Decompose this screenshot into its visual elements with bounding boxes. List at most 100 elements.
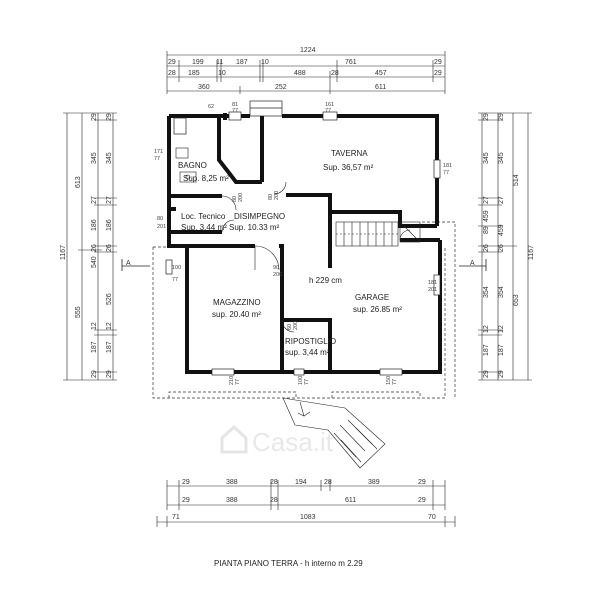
dimension-label: 80 (268, 194, 274, 200)
dim-top-r4-2: 611 (375, 84, 386, 91)
dimension-label: 459 (498, 224, 505, 236)
top-dimensions: 1224 29 199 11 187 10 761 29 28 185 10 4… (166, 47, 446, 94)
dim-right-c2-1: 653 (513, 294, 520, 306)
dimension-label: 161 (325, 102, 334, 108)
room-name-disimpegno: DISIMPEGNO (234, 212, 285, 221)
dimension-label: 345 (106, 152, 113, 164)
dimension-label: 100 (172, 265, 181, 271)
dimension-label: 28 (270, 497, 278, 504)
dimension-label: 71 (172, 514, 180, 521)
dimension-label: 12 (483, 325, 490, 333)
watermark: Casa.it (220, 424, 334, 457)
dim-top-r3-6: 29 (434, 70, 442, 77)
staircase (335, 221, 421, 247)
room-name-ripostiglio: RIPOSTIGLIO (285, 337, 336, 346)
dim-top-r3-4: 28 (331, 70, 339, 77)
room-labels: BAGNO Sup. 8,25 m² TAVERNA Sup. 36,57 m²… (178, 149, 402, 357)
dimension-label: 200 (293, 321, 299, 330)
dim-top-r2-6: 29 (434, 59, 442, 66)
dimension-label: 1083 (300, 514, 316, 521)
dimension-label: 29 (418, 479, 426, 486)
dimension-label: 77 (443, 170, 449, 176)
bathroom-fixtures (175, 147, 197, 183)
dim-top-r3-2: 10 (218, 70, 226, 77)
room-area-garage: sup. 26.85 m² (353, 305, 402, 314)
room-area-loc-tecnico: Sup. 3,44 m² (181, 223, 227, 232)
dimension-label: 70 (428, 514, 436, 521)
dimension-label: 90 (273, 265, 279, 271)
dimension-label: 389 (368, 479, 380, 486)
dim-right-c2-0: 514 (513, 174, 520, 186)
dimension-label: 200 (238, 193, 244, 202)
house-icon (220, 424, 248, 454)
dimension-label: 388 (226, 479, 238, 486)
dimension-label: 29 (91, 113, 98, 121)
watermark-text: Casa.it (252, 427, 334, 457)
dimension-label: 89 (483, 226, 490, 234)
dimension-label: 29 (498, 113, 505, 121)
dimension-label: 26 (91, 244, 98, 252)
dimension-label: 77 (392, 379, 398, 385)
dimension-label: 526 (106, 293, 113, 305)
dimension-label: 77 (325, 108, 331, 114)
dimension-label: 29 (483, 370, 490, 378)
dimension-label: 194 (295, 479, 307, 486)
dim-top-r3-5: 457 (375, 70, 387, 77)
ceiling-height: h 229 cm (309, 276, 342, 285)
room-area-bagno: Sup. 8,25 m² (183, 174, 229, 183)
dimension-label: 26 (498, 244, 505, 252)
dimension-label: 29 (91, 370, 98, 378)
dimension-label: 187 (498, 344, 505, 356)
dim-top-r2-4: 10 (261, 59, 269, 66)
dimension-label: 100 (298, 376, 304, 385)
dimension-label: 80 (232, 196, 238, 202)
opening-labels: 62 81 77 161 77 171 77 181 77 80 201 100… (154, 102, 452, 385)
dimension-label: 200 (274, 191, 280, 200)
dimension-label: 27 (106, 196, 113, 204)
dimension-label: 29 (106, 370, 113, 378)
dim-left-total: 1167 (60, 245, 67, 260)
room-name-taverna: TAVERNA (331, 149, 368, 158)
dimension-label: 26 (106, 244, 113, 252)
dim-top-r2-5: 761 (345, 59, 357, 66)
dimension-label: 540 (91, 256, 98, 268)
dimension-label: 77 (235, 379, 241, 385)
dim-top-r2-2: 11 (216, 59, 223, 66)
dim-right-total: 1167 (528, 245, 535, 260)
room-area-disimpegno: Sup. 10.33 m² (229, 223, 280, 232)
dimension-label: 171 (154, 149, 163, 155)
dimension-label: 187 (483, 344, 490, 356)
dimension-label: 62 (208, 104, 214, 110)
dimension-label: 60 (287, 324, 293, 330)
dimension-label: 388 (226, 497, 238, 504)
dimension-label: 27 (483, 196, 490, 204)
dimension-label: 345 (498, 152, 505, 164)
dimension-label: 354 (483, 286, 490, 298)
room-name-loc-tecnico: Loc. Tecnico (181, 212, 226, 221)
dimension-label: 29 (106, 113, 113, 121)
dim-left-c2-0: 613 (75, 176, 82, 188)
room-name-bagno: BAGNO (178, 161, 207, 170)
dimension-label: 12 (498, 325, 505, 333)
dim-top-r3-1: 185 (188, 70, 200, 77)
dim-top-r2-1: 199 (192, 59, 204, 66)
dimension-label: 150 (386, 376, 392, 385)
dimension-label: 80 (157, 216, 163, 222)
bottom-dimensions: 29 388 28 194 28 389 29 29 388 28 611 29… (156, 479, 456, 527)
dimension-label: 77 (154, 156, 160, 162)
dimension-label: 201 (157, 224, 166, 230)
dim-top-r3-0: 28 (168, 70, 176, 77)
dimension-label: 27 (498, 196, 505, 204)
room-area-taverna: Sup. 36,57 m² (323, 163, 374, 172)
walls (167, 113, 442, 374)
dimension-label: 200 (273, 272, 282, 278)
dashed-outline (152, 221, 456, 399)
room-area-magazzino: sup. 20.40 m² (212, 310, 261, 319)
dimension-label: 186 (91, 219, 98, 231)
dim-top-total: 1224 (300, 47, 316, 54)
doors (221, 181, 411, 333)
left-dimensions: 1167 613 555 29 345 27 186 26 540 12 187… (60, 112, 117, 381)
section-mark-right: A (470, 260, 475, 267)
dimension-label: 28 (270, 479, 278, 486)
dimension-label: 210 (229, 376, 235, 385)
